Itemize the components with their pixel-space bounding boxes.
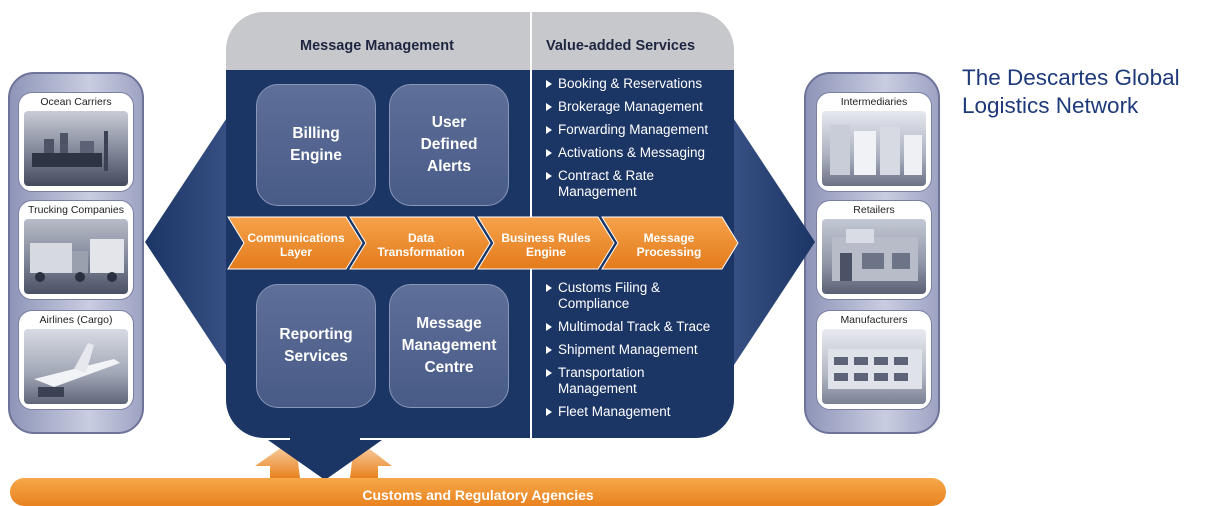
customs-agencies-bar: Customs and Regulatory Agencies <box>10 478 946 506</box>
reporting-services-box: Reporting Services <box>256 284 376 408</box>
service-item: Transportation Management <box>545 365 688 397</box>
services-top-list: Booking & Reservations Brokerage Managem… <box>545 76 735 207</box>
service-item: Fleet Management <box>545 404 735 420</box>
pipeline-step-data: Data Transformation <box>377 231 465 259</box>
ship-photo-icon <box>24 111 128 186</box>
factory-photo-icon <box>822 329 926 404</box>
network-title: The Descartes Global Logistics Network <box>962 65 1180 118</box>
chevron-communications <box>227 216 363 270</box>
message-centre-label: Message Management Centre <box>401 315 497 376</box>
service-item: Contract & Rate Management <box>545 168 688 200</box>
partner-label: Trucking Companies <box>28 204 124 216</box>
service-item: Shipment Management <box>545 342 735 358</box>
billing-engine-box: Billing Engine <box>256 84 376 206</box>
right-arrow <box>720 116 815 368</box>
partner-card-ocean: Ocean Carriers <box>18 92 134 192</box>
pipeline-step-processing: Message Processing <box>636 231 702 259</box>
chevron-rules <box>477 216 615 270</box>
partner-card-intermediaries: Intermediaries <box>816 92 932 192</box>
billing-engine-label: Billing Engine <box>290 125 342 164</box>
service-item: Activations & Messaging <box>545 145 735 161</box>
partner-label: Intermediaries <box>840 96 908 108</box>
partner-label: Retailers <box>853 204 895 216</box>
services-bottom-list: Customs Filing & Compliance Multimodal T… <box>545 280 735 427</box>
partner-card-manufacturers: Manufacturers <box>816 310 932 410</box>
partner-card-retailers: Retailers <box>816 200 932 300</box>
pipeline-step-rules: Business Rules Engine <box>501 231 591 259</box>
service-item: Booking & Reservations <box>545 76 735 92</box>
warehouse-photo-icon <box>822 111 926 186</box>
message-centre-box: Message Management Centre <box>389 284 509 408</box>
partner-label: Manufacturers <box>840 314 908 326</box>
user-alerts-box: User Defined Alerts <box>389 84 509 206</box>
service-item: Brokerage Management <box>545 99 735 115</box>
chevron-data <box>349 216 491 270</box>
center-header-bar <box>226 12 734 72</box>
service-item: Customs Filing & Compliance <box>545 280 688 312</box>
partner-label: Airlines (Cargo) <box>39 314 113 326</box>
service-item: Forwarding Management <box>545 122 735 138</box>
truck-photo-icon <box>24 219 128 294</box>
airplane-photo-icon <box>24 329 128 404</box>
header-value-added-services: Value-added Services <box>546 38 696 54</box>
reporting-services-label: Reporting Services <box>279 326 353 365</box>
storefront-photo-icon <box>822 219 926 294</box>
left-arrow <box>145 116 240 368</box>
user-alerts-label: User Defined Alerts <box>420 114 478 175</box>
header-message-management: Message Management <box>300 38 454 54</box>
service-item: Multimodal Track & Trace <box>545 319 735 335</box>
pipeline-step-communications: Communications Layer <box>247 231 345 259</box>
chevron-processing <box>601 216 739 270</box>
partner-card-airlines: Airlines (Cargo) <box>18 310 134 410</box>
partner-card-trucking: Trucking Companies <box>18 200 134 300</box>
customs-agencies-label: Customs and Regulatory Agencies <box>362 487 594 503</box>
partner-label: Ocean Carriers <box>40 96 112 108</box>
